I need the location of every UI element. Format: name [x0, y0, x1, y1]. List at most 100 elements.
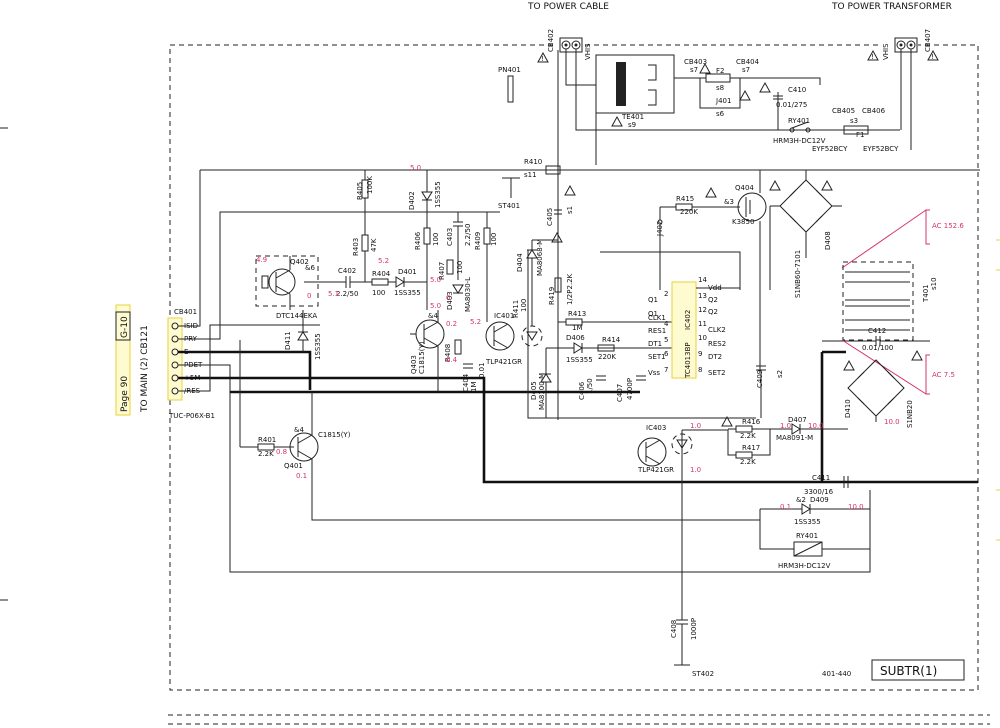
ry401-coil: RY401 HRM3H-DC12V	[759, 509, 871, 570]
svg-text:D405: D405	[530, 381, 538, 400]
grid-reference: G-10	[115, 311, 131, 341]
svg-text:&4: &4	[294, 426, 304, 434]
svg-text:TLP421GR: TLP421GR	[485, 358, 522, 366]
d409: D409 1SS355 &2	[760, 496, 870, 526]
svg-text:S1NB60-7101: S1NB60-7101	[794, 250, 802, 298]
svg-text:5.2: 5.2	[378, 257, 389, 265]
d408: D408 S1NB60-7101	[770, 170, 842, 298]
svg-text:0.01/275: 0.01/275	[776, 101, 807, 109]
svg-text:1SS355: 1SS355	[314, 333, 322, 360]
st401: ST401	[498, 177, 520, 210]
svg-text:D403: D403	[446, 291, 454, 310]
svg-text:2.2K: 2.2K	[740, 432, 756, 440]
c411: C411 3300/16	[804, 474, 849, 496]
svg-text:C404: C404	[462, 373, 470, 392]
svg-text:TE401: TE401	[621, 113, 644, 121]
svg-text:47K: 47K	[370, 238, 378, 252]
svg-text:4700P: 4700P	[626, 378, 634, 400]
connector-cb402: CB402 VHIS !	[537, 29, 592, 63]
svg-text:1M: 1M	[572, 324, 583, 332]
pn401: PN401	[498, 66, 521, 103]
page-reference: Page 90	[115, 304, 131, 416]
svg-text:R417: R417	[742, 444, 760, 452]
svg-text:C402: C402	[338, 267, 356, 275]
svg-text:220K: 220K	[680, 208, 698, 216]
svg-text:SUBTR(1): SUBTR(1)	[880, 664, 937, 678]
svg-text:R409: R409	[474, 232, 482, 250]
svg-text:&4: &4	[428, 312, 438, 320]
svg-text:DT1: DT1	[648, 340, 662, 348]
svg-text:2.2/50: 2.2/50	[464, 224, 472, 246]
svg-text:1.0: 1.0	[690, 466, 701, 474]
svg-text:1000P: 1000P	[690, 618, 698, 640]
svg-text:D408: D408	[824, 231, 832, 250]
svg-text:C408: C408	[670, 620, 678, 638]
svg-text:C405: C405	[546, 208, 554, 226]
svg-text:TO MAIN (2) CB121: TO MAIN (2) CB121	[140, 325, 150, 413]
c406: C406 1/50	[578, 375, 606, 400]
svg-text:R411: R411	[512, 300, 520, 318]
svg-text:IC401: IC401	[494, 312, 514, 320]
svg-text:Q402: Q402	[290, 258, 309, 266]
svg-text:F2: F2	[716, 67, 724, 75]
q401: &4 C1815(Y) Q401	[284, 392, 760, 521]
svg-text:G-10: G-10	[120, 316, 130, 338]
svg-text:R408: R408	[444, 344, 452, 362]
svg-text:s9: s9	[628, 121, 636, 129]
svg-text:C410: C410	[788, 86, 806, 94]
svg-text:1.0: 1.0	[690, 422, 701, 430]
svg-text:R407: R407	[438, 262, 446, 280]
ac-7-5-marker: AC 7.5	[841, 339, 955, 395]
svg-text:D410: D410	[844, 399, 852, 418]
svg-text:IC402: IC402	[684, 310, 692, 330]
r411: R411 100	[512, 299, 528, 318]
svg-text:5.1: 5.1	[328, 290, 339, 298]
r408-c404: R408 C404 1M 0.01	[444, 339, 486, 392]
svg-text:&3: &3	[724, 198, 734, 206]
svg-text:R401: R401	[258, 436, 276, 444]
r403: R403 47K	[352, 230, 378, 282]
svg-text:MA8091-M: MA8091-M	[776, 434, 813, 442]
r406: R406 100	[414, 200, 440, 310]
r409: R409 100	[474, 212, 498, 322]
svg-text:RES1: RES1	[648, 327, 666, 335]
svg-text:R403: R403	[352, 238, 360, 256]
svg-text:14: 14	[698, 276, 707, 284]
svg-text:12: 12	[698, 306, 707, 314]
svg-text:Vss: Vss	[648, 369, 660, 377]
svg-text:D407: D407	[788, 416, 807, 424]
svg-text:7: 7	[664, 366, 668, 374]
svg-text:s1: s1	[566, 206, 574, 214]
svg-text:TLP421GR: TLP421GR	[637, 466, 674, 474]
svg-text:Q404: Q404	[735, 184, 754, 192]
svg-text:100: 100	[372, 289, 385, 297]
svg-text:CB403: CB403	[684, 58, 707, 66]
svg-text:ST402: ST402	[692, 670, 714, 678]
svg-text:5.2: 5.2	[470, 318, 481, 326]
svg-text:1SS355: 1SS355	[394, 289, 421, 297]
svg-text:R405: R405	[356, 182, 364, 200]
st402: ST402	[674, 664, 714, 678]
q402: Q402 DTC144EKA 4.9 &6	[255, 255, 330, 320]
svg-text:Q403: Q403	[410, 355, 418, 374]
d405: D405 MA8100-M	[530, 348, 552, 418]
svg-text:100: 100	[456, 261, 464, 274]
svg-text:Page 90: Page 90	[120, 376, 130, 412]
svg-text:!: !	[541, 55, 544, 63]
board-outline	[169, 44, 979, 691]
svg-text:5.0: 5.0	[410, 164, 421, 172]
d406: D406 1SS355	[546, 334, 672, 364]
d404: D404 MA8068-M	[516, 239, 544, 326]
svg-text:RY401: RY401	[796, 532, 818, 540]
svg-text:S1NB20: S1NB20	[906, 400, 914, 428]
svg-text:R413: R413	[568, 310, 586, 318]
d402: D402 1SS355	[408, 170, 442, 210]
svg-text:K3850: K3850	[732, 218, 754, 226]
svg-text:5.0: 5.0	[430, 302, 441, 310]
ic401: IC401 TLP421GR	[485, 312, 543, 366]
svg-text:EYF52BCY: EYF52BCY	[863, 145, 899, 153]
svg-text:0.1: 0.1	[296, 472, 307, 480]
svg-text:4.9: 4.9	[256, 256, 267, 264]
ic402: IC402 TC4013BP Q1 Q1 CLK1 RES1 DT1 SET1 …	[648, 281, 740, 379]
svg-text:C412: C412	[868, 327, 886, 335]
